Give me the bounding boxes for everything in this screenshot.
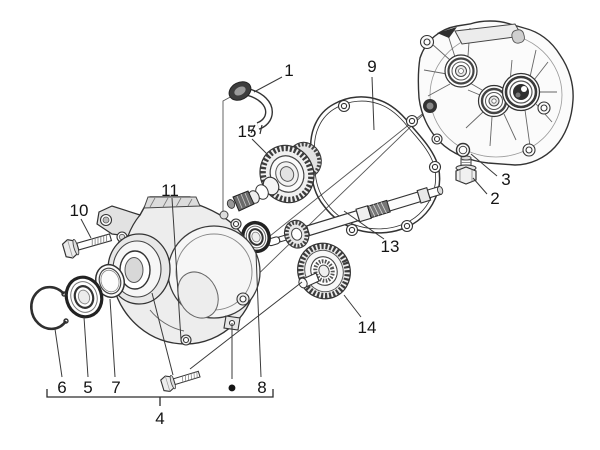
callout-10: 10 <box>70 201 89 220</box>
callout-4: 4 <box>155 409 164 428</box>
callout-8: 8 <box>257 378 266 397</box>
cover-dark-mark <box>437 27 457 38</box>
callout-1: 1 <box>284 61 293 80</box>
hose-elbow-fitting <box>228 81 252 101</box>
callout-3: 3 <box>501 170 510 189</box>
bearing-5 <box>64 275 104 319</box>
callout-11: 11 <box>161 181 179 200</box>
input-shaft-gear <box>226 141 322 212</box>
housing-bracket-arm <box>96 205 142 237</box>
cover-bearing-bores <box>444 54 541 118</box>
circlip-6 <box>30 285 69 331</box>
assembly-dot-icon: ● <box>227 380 237 397</box>
cover-ribs <box>423 27 557 147</box>
callout-6: 6 <box>57 378 66 397</box>
callout-labels: 1 9 15 11 10 13 14 3 2 6 5 7 8 4 <box>57 57 510 428</box>
sealing-washer-3 <box>455 142 471 158</box>
callout-9: 9 <box>367 57 376 76</box>
callout-5: 5 <box>83 378 92 397</box>
breather-nipple <box>219 210 229 220</box>
housing-lugs <box>180 218 250 346</box>
breather-hose-1 <box>228 81 274 135</box>
cover-ear-holes <box>419 34 551 157</box>
gearbox-housing <box>96 196 261 346</box>
callout-14: 14 <box>358 318 377 337</box>
kit-bolt <box>160 370 201 392</box>
flange-bolt-10 <box>61 233 113 259</box>
oil-seal-7 <box>94 263 126 299</box>
callout-15: 15 <box>238 122 257 141</box>
callout-2: 2 <box>490 189 499 208</box>
driven-gear-14 <box>297 242 351 300</box>
callout-7: 7 <box>111 378 120 397</box>
callout-13: 13 <box>381 237 400 256</box>
output-shaft <box>267 185 444 249</box>
leader-lines <box>54 76 498 379</box>
gearbox-cover <box>417 20 574 166</box>
group-bracket-4 <box>46 389 274 406</box>
